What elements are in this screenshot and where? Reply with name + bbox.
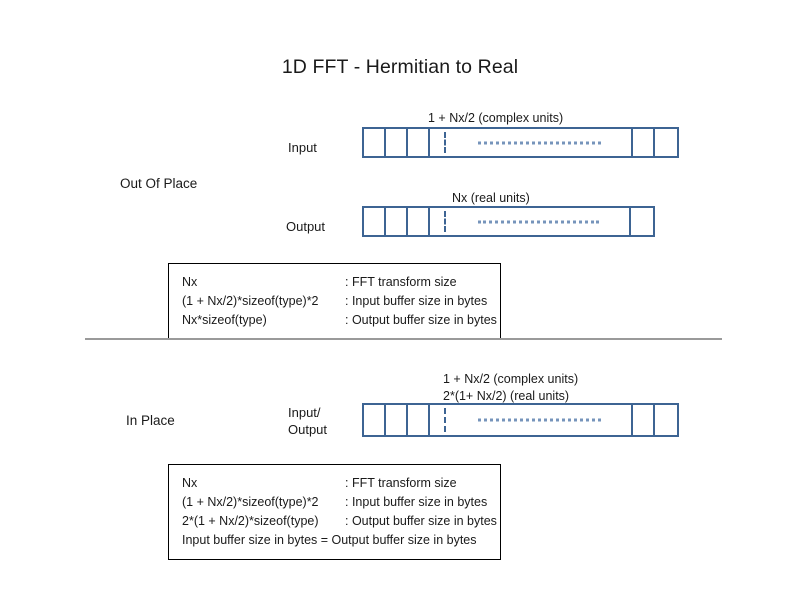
section-divider (85, 338, 722, 340)
legend-term: (1 + Nx/2)*sizeof(type)*2 (182, 495, 319, 509)
legend-note: Input buffer size in bytes = Output buff… (182, 533, 477, 547)
buffer-cell (364, 208, 386, 235)
legend-description: : Output buffer size in bytes (345, 514, 497, 528)
buffer-cell (408, 129, 430, 156)
buffer-cell (631, 208, 653, 235)
legend-description: : Output buffer size in bytes (345, 313, 497, 327)
output-buffer-caption: Nx (real units) (452, 191, 530, 205)
inout-row-label: Input/ Output (288, 404, 327, 438)
buffer-cell-span (430, 129, 633, 156)
buffer-cell (408, 405, 430, 435)
legend-row: Nx : FFT transform size (182, 273, 488, 292)
legend-term: Nx (182, 275, 198, 289)
legend-description: : FFT transform size (345, 476, 457, 490)
buffer-cell-span (430, 405, 633, 435)
legend-box-in-place: Nx : FFT transform size (1 + Nx/2)*sizeo… (168, 464, 501, 560)
output-buffer-bar (362, 206, 655, 237)
legend-term: 2*(1 + Nx/2)*sizeof(type) (182, 514, 319, 528)
buffer-cell-span (430, 208, 631, 235)
legend-term: Nx (182, 476, 198, 490)
buffer-cell (386, 405, 408, 435)
buffer-cell (386, 208, 408, 235)
section-label-out-of-place: Out Of Place (120, 176, 198, 191)
legend-description: : Input buffer size in bytes (345, 294, 488, 308)
buffer-cell (633, 405, 655, 435)
legend-term: (1 + Nx/2)*sizeof(type)*2 (182, 294, 319, 308)
page-title: 1D FFT - Hermitian to Real (281, 56, 519, 78)
legend-row: Nx*sizeof(type) : Output buffer size in … (182, 311, 497, 330)
legend-row: (1 + Nx/2)*sizeof(type)*2 : Input buffer… (182, 493, 488, 512)
inout-buffer-bar (362, 403, 679, 437)
inout-row-label-line2: Output (288, 422, 328, 437)
dashed-separator (444, 132, 446, 153)
buffer-cell (408, 208, 430, 235)
input-row-label: Input (288, 140, 317, 155)
legend-box-out-of-place: Nx : FFT transform size (1 + Nx/2)*sizeo… (168, 263, 501, 340)
input-buffer-caption: 1 + Nx/2 (complex units) (428, 111, 564, 125)
legend-row-note: Input buffer size in bytes = Output buff… (182, 531, 488, 550)
dashed-separator (444, 211, 446, 232)
inout-buffer-caption-complex: 1 + Nx/2 (complex units) (443, 372, 579, 386)
ellipsis-dots (478, 418, 601, 422)
legend-description: : FFT transform size (345, 275, 457, 289)
legend-row: 2*(1 + Nx/2)*sizeof(type) : Output buffe… (182, 512, 497, 531)
legend-row: (1 + Nx/2)*sizeof(type)*2 : Input buffer… (182, 292, 488, 311)
legend-row: Nx : FFT transform size (182, 474, 488, 493)
ellipsis-dots (478, 141, 601, 144)
legend-description: : Input buffer size in bytes (345, 495, 488, 509)
output-row-label: Output (286, 219, 326, 234)
ellipsis-dots (478, 220, 599, 223)
section-label-in-place: In Place (126, 413, 175, 428)
inout-buffer-caption-real: 2*(1+ Nx/2) (real units) (443, 389, 570, 403)
buffer-cell (386, 129, 408, 156)
buffer-cell (633, 129, 655, 156)
legend-term: Nx*sizeof(type) (182, 313, 267, 327)
dashed-separator (444, 408, 446, 432)
buffer-cell (655, 129, 677, 156)
buffer-cell (364, 405, 386, 435)
input-buffer-bar (362, 127, 679, 158)
buffer-cell (364, 129, 386, 156)
buffer-cell (655, 405, 677, 435)
inout-row-label-line1: Input/ (288, 405, 321, 420)
